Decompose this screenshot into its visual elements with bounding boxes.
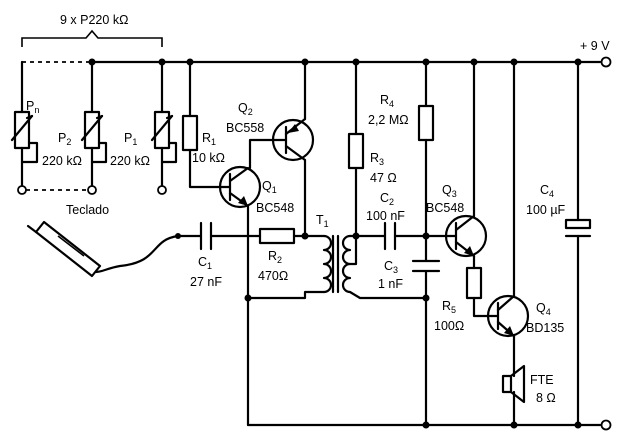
p2-label: P2 (58, 131, 71, 147)
c1-label: C1 (198, 255, 212, 271)
pots-bracket (21, 29, 163, 47)
supply-terminal (600, 56, 612, 68)
r1-value: 10 kΩ (192, 151, 225, 165)
speaker-fte (501, 364, 526, 427)
resistor-r4 (417, 60, 435, 238)
fte-label: FTE (530, 373, 554, 387)
pot-pn (10, 60, 92, 195)
p2-value: 220 kΩ (42, 154, 82, 168)
transistor-q3 (444, 60, 488, 270)
ground-terminal (600, 419, 612, 431)
q2-value: BC558 (226, 121, 264, 135)
junction-dots (88, 58, 582, 429)
transistor-q2 (248, 60, 315, 170)
pots-group-label: 9 x P220 kΩ (60, 13, 128, 27)
supply-label: + 9 V (580, 39, 610, 53)
pn-label: Pn (26, 99, 39, 115)
c3-value: 1 nF (378, 277, 403, 291)
resistor-r3 (347, 60, 365, 238)
r2-label: R2 (268, 249, 282, 265)
r2-value: 470Ω (258, 269, 288, 283)
probe-stylus (26, 220, 181, 278)
c2-value: 100 nF (366, 209, 405, 223)
resistor-r5 (465, 266, 494, 318)
p1-label: P1 (124, 131, 137, 147)
r4-value: 2,2 MΩ (368, 113, 409, 127)
c3-label: C3 (384, 259, 398, 275)
capacitor-c2 (360, 221, 452, 251)
q1-value: BC548 (256, 201, 294, 215)
pot-p2 (80, 60, 108, 195)
q1-label: Q1 (262, 179, 277, 195)
c2-label: C2 (380, 191, 394, 207)
c4-value: 100 µF (526, 203, 566, 217)
p1-value: 220 kΩ (110, 154, 150, 168)
c4-label: C4 (540, 183, 554, 199)
fte-value: 8 Ω (536, 391, 556, 405)
transistor-q1 (216, 165, 262, 209)
capacitor-c1 (176, 221, 262, 251)
resistor-r2 (258, 227, 307, 245)
transformer-t1 (246, 234, 428, 300)
transistor-q4 (486, 60, 530, 374)
keyboard-label: Teclado (66, 203, 109, 217)
q3-label: Q3 (442, 183, 457, 199)
r5-label: R5 (442, 299, 456, 315)
r3-label: R3 (370, 151, 384, 167)
r5-value: 100Ω (434, 319, 464, 333)
r4-label: R4 (380, 93, 394, 109)
t1-label: T1 (316, 213, 329, 229)
pot-p1 (150, 60, 178, 195)
r1-label: R1 (202, 131, 216, 147)
r3-value: 47 Ω (370, 171, 397, 185)
q2-label: Q2 (238, 101, 253, 117)
q3-value: BC548 (426, 201, 464, 215)
q4-value: BD135 (526, 321, 564, 335)
capacitor-c4 (564, 60, 592, 427)
q4-label: Q4 (536, 301, 551, 317)
c1-value: 27 nF (190, 275, 222, 289)
resistor-r1 (181, 60, 220, 189)
